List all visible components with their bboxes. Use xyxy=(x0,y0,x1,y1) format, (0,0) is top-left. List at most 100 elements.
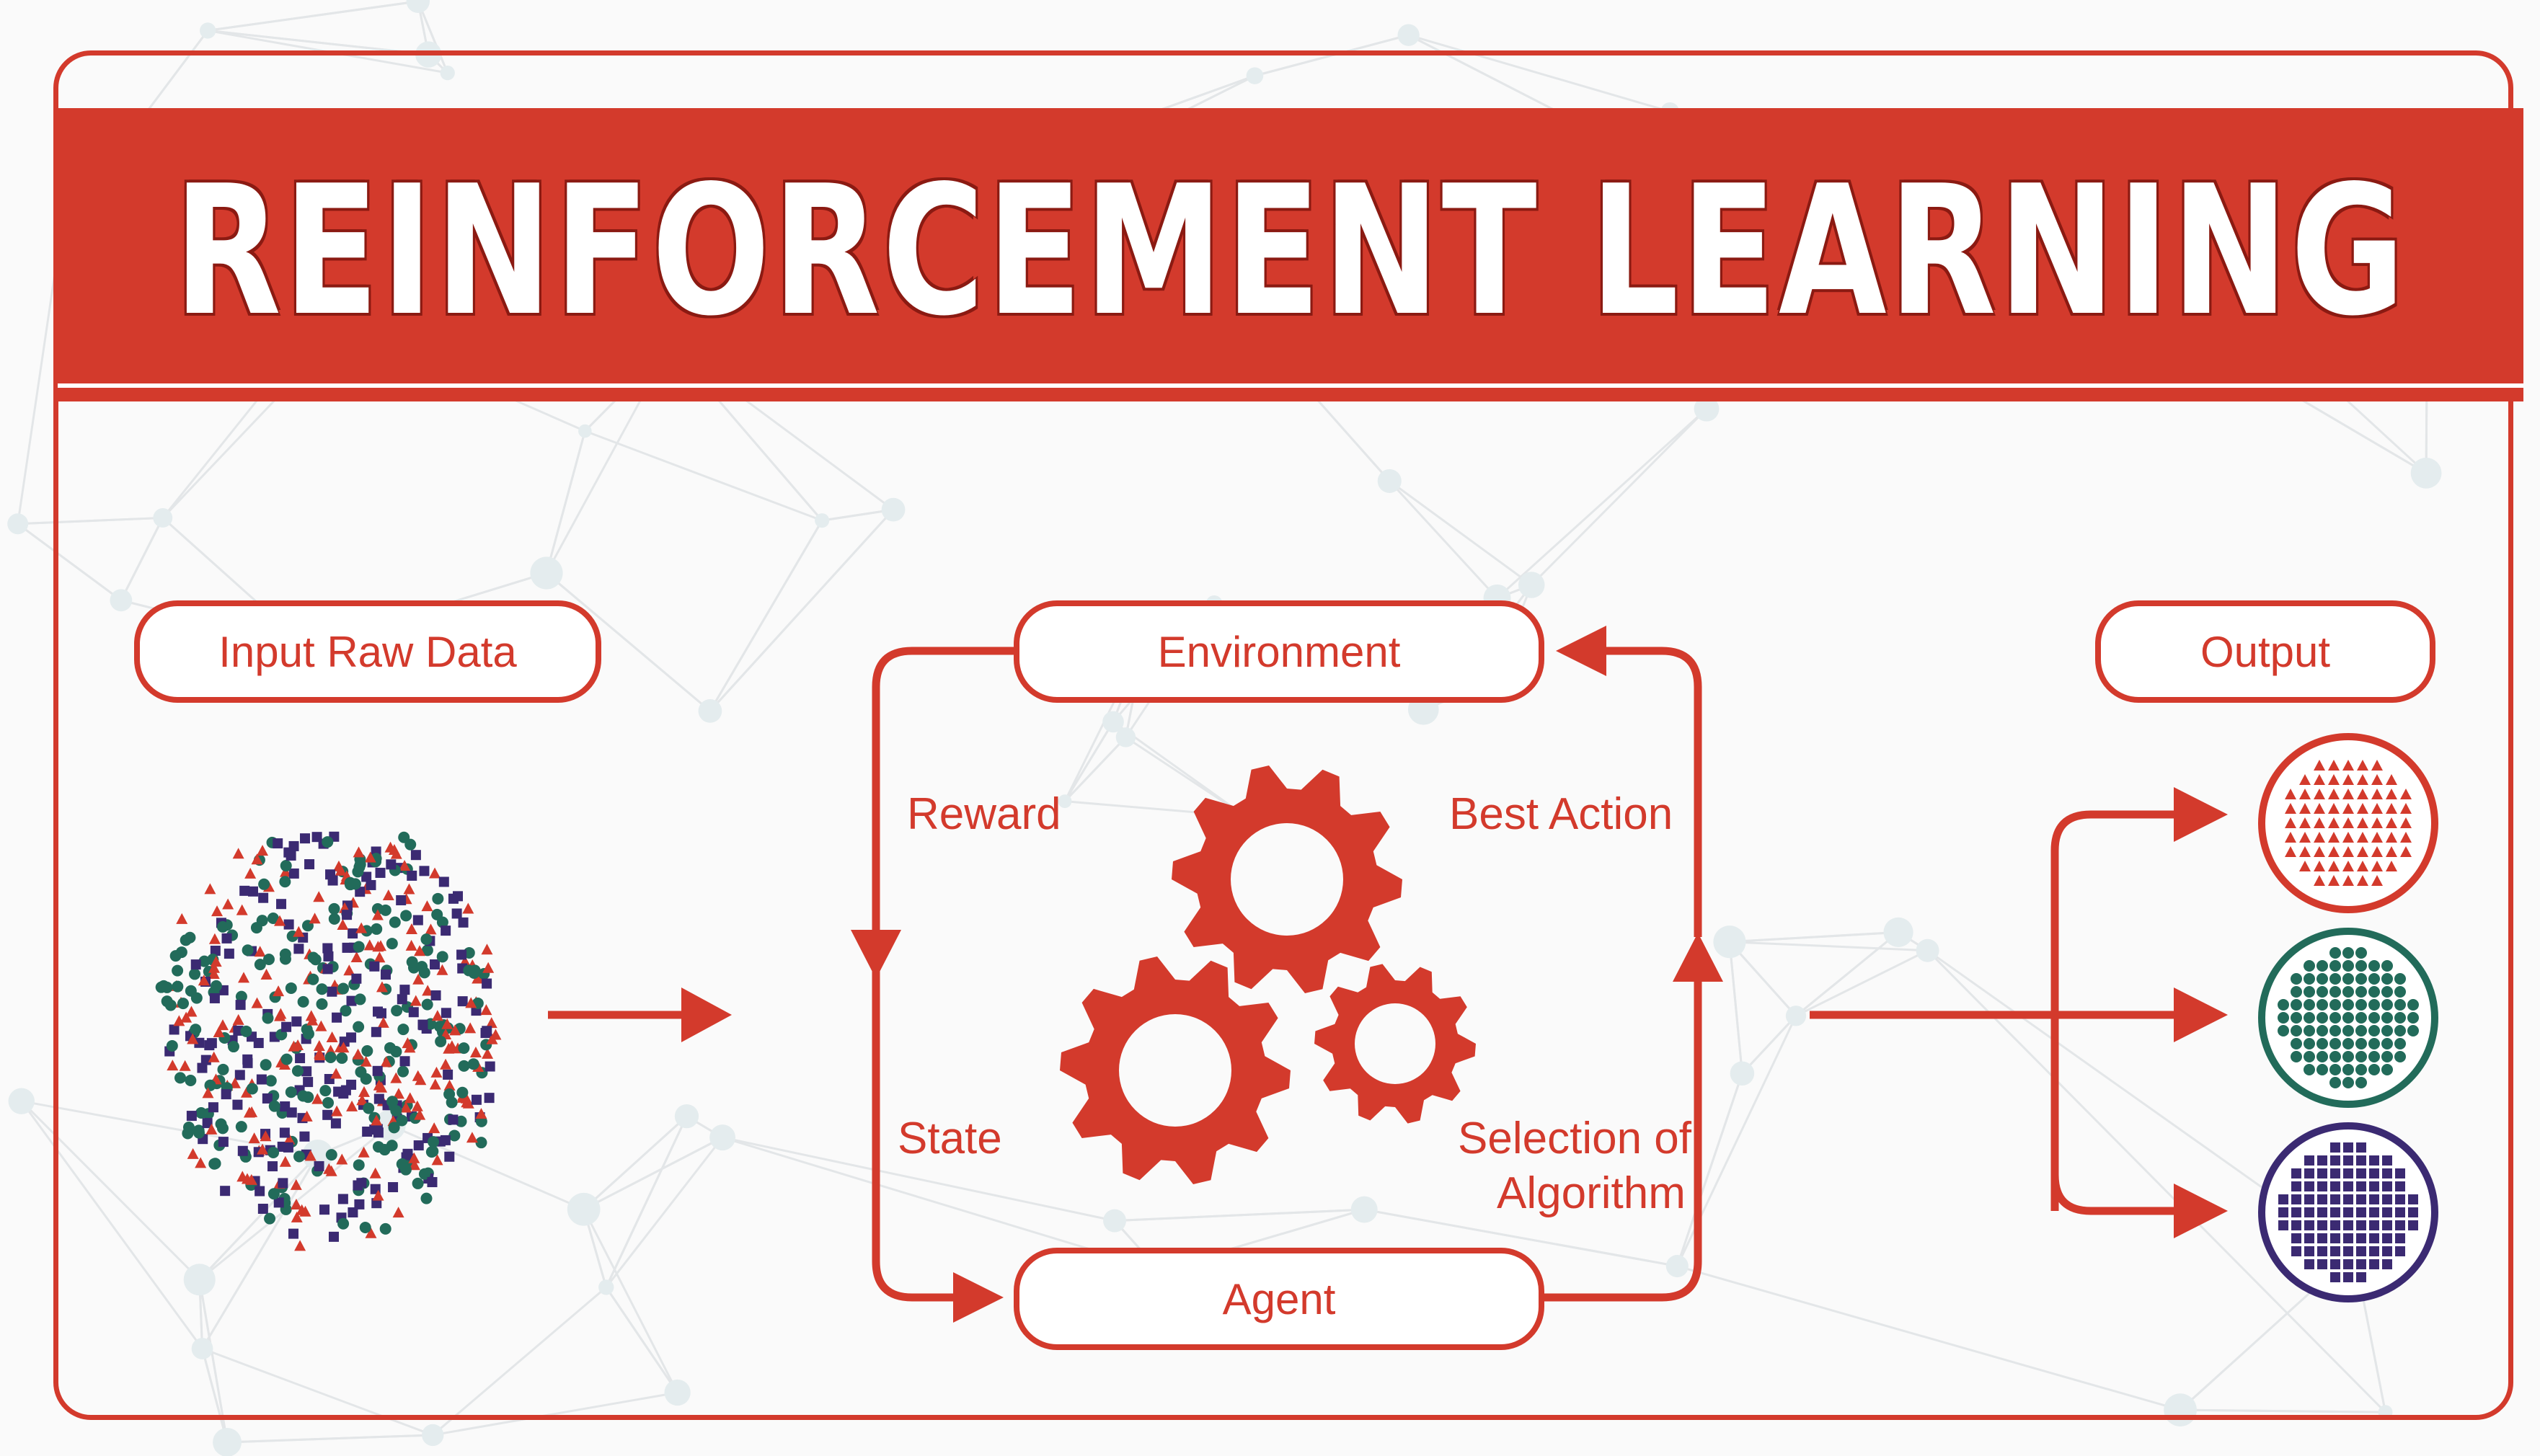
scatter-data-icon xyxy=(185,985,197,997)
scatter-data-icon xyxy=(301,1066,312,1077)
dot-grid-icon xyxy=(2316,999,2328,1011)
dot-grid-icon xyxy=(2368,1012,2380,1024)
dot-grid-icon xyxy=(2291,986,2302,998)
network-node xyxy=(213,1427,242,1456)
square-grid-icon xyxy=(2343,1155,2353,1166)
scatter-data-icon xyxy=(254,959,266,971)
dot-grid-icon xyxy=(2381,986,2393,998)
scatter-data-icon xyxy=(337,982,350,995)
scatter-data-icon xyxy=(363,1102,375,1114)
network-line xyxy=(1728,941,1797,1017)
triangle-grid-icon xyxy=(2400,789,2412,799)
dot-grid-icon xyxy=(2316,1038,2328,1049)
scatter-data-icon xyxy=(448,1114,459,1125)
scatter-data-icon xyxy=(208,933,221,944)
scatter-data-icon xyxy=(351,973,362,984)
scatter-data-icon xyxy=(208,1051,220,1062)
gear-icon xyxy=(1314,964,1476,1124)
scatter-data-icon xyxy=(369,961,380,972)
network-node xyxy=(302,1139,334,1171)
network-line xyxy=(1676,1073,1743,1267)
scatter-data-icon xyxy=(397,994,407,1005)
scatter-data-icon xyxy=(355,1066,367,1078)
scatter-data-icon xyxy=(293,1150,306,1163)
network-node xyxy=(1115,727,1136,747)
square-grid-icon xyxy=(2343,1259,2353,1269)
scatter-data-icon xyxy=(375,867,386,878)
network-line xyxy=(2180,1408,2386,1413)
scatter-data-icon xyxy=(273,1197,284,1208)
dot-grid-icon xyxy=(2329,960,2341,972)
scatter-data-icon xyxy=(440,1135,451,1145)
square-grid-icon xyxy=(2330,1155,2340,1166)
triangle-grid-icon xyxy=(2342,803,2354,814)
dot-grid-icon xyxy=(2368,1038,2380,1049)
network-node xyxy=(578,424,592,438)
scatter-data-icon xyxy=(291,1016,302,1027)
square-grid-icon xyxy=(2330,1181,2340,1191)
scatter-data-icon xyxy=(180,934,192,946)
scatter-data-icon xyxy=(240,1025,252,1037)
triangle-grid-icon xyxy=(2328,760,2340,771)
triangle-grid-icon xyxy=(2314,760,2325,771)
scatter-data-icon xyxy=(273,838,283,849)
square-grid-icon xyxy=(2356,1168,2366,1178)
square-grid-icon xyxy=(2382,1194,2392,1204)
scatter-data-icon xyxy=(195,1106,208,1119)
network-line xyxy=(583,1115,688,1210)
dot-grid-icon xyxy=(2368,999,2380,1011)
network-line xyxy=(583,1136,723,1211)
scatter-data-icon xyxy=(239,885,250,896)
square-grid-icon xyxy=(2304,1207,2314,1217)
triangle-grid-icon xyxy=(2386,861,2397,871)
network-node xyxy=(153,508,173,528)
square-grid-icon xyxy=(2343,1233,2353,1243)
network-node xyxy=(2410,457,2442,489)
square-grid-icon xyxy=(2356,1194,2366,1204)
network-line xyxy=(1063,736,1127,802)
scatter-data-icon xyxy=(356,1094,368,1106)
scatter-data-icon xyxy=(392,1207,404,1218)
square-grid-icon xyxy=(2278,1194,2288,1204)
square-grid-icon xyxy=(2343,1207,2353,1217)
square-grid-icon xyxy=(2369,1155,2379,1166)
dot-grid-icon xyxy=(2381,1038,2393,1049)
network-line xyxy=(605,1116,688,1288)
triangle-grid-icon xyxy=(2285,832,2296,843)
scatter-data-icon xyxy=(390,1104,402,1117)
square-grid-icon xyxy=(2343,1181,2353,1191)
square-grid-icon xyxy=(2343,1246,2353,1256)
scatter-data-icon xyxy=(243,1106,255,1118)
scatter-data-icon xyxy=(245,1173,257,1185)
scatter-data-icon xyxy=(346,1100,358,1111)
square-grid-icon xyxy=(2356,1181,2366,1191)
triangle-grid-icon xyxy=(2299,817,2311,828)
scatter-data-icon xyxy=(200,1055,211,1065)
square-grid-icon xyxy=(2395,1194,2405,1204)
dot-grid-icon xyxy=(2381,999,2393,1011)
square-grid-icon xyxy=(2304,1194,2314,1204)
square-grid-icon xyxy=(2395,1233,2405,1243)
scatter-data-icon xyxy=(331,1105,343,1117)
triangle-grid-icon xyxy=(2328,817,2340,828)
scatter-data-icon xyxy=(208,1158,221,1170)
scatter-data-icon xyxy=(353,1180,363,1191)
triangle-grid-icon xyxy=(2314,817,2325,828)
network-line xyxy=(1363,1208,1678,1268)
scatter-data-icon xyxy=(268,1100,280,1112)
scatter-data-icon xyxy=(208,962,221,973)
triangle-grid-icon xyxy=(2285,817,2296,828)
scatter-data-icon xyxy=(335,864,347,876)
network-node xyxy=(110,589,133,612)
triangle-grid-icon xyxy=(2285,803,2296,814)
scatter-data-icon xyxy=(468,967,480,979)
square-grid-icon xyxy=(2369,1233,2379,1243)
square-grid-icon xyxy=(2395,1168,2405,1178)
network-line xyxy=(432,1286,607,1437)
scatter-data-icon xyxy=(204,883,216,895)
scatter-data-icon xyxy=(440,1058,452,1070)
scatter-data-icon xyxy=(364,851,376,863)
dot-grid-icon xyxy=(2368,1025,2380,1036)
network-node xyxy=(191,1338,213,1359)
network-node xyxy=(1350,1196,1378,1223)
